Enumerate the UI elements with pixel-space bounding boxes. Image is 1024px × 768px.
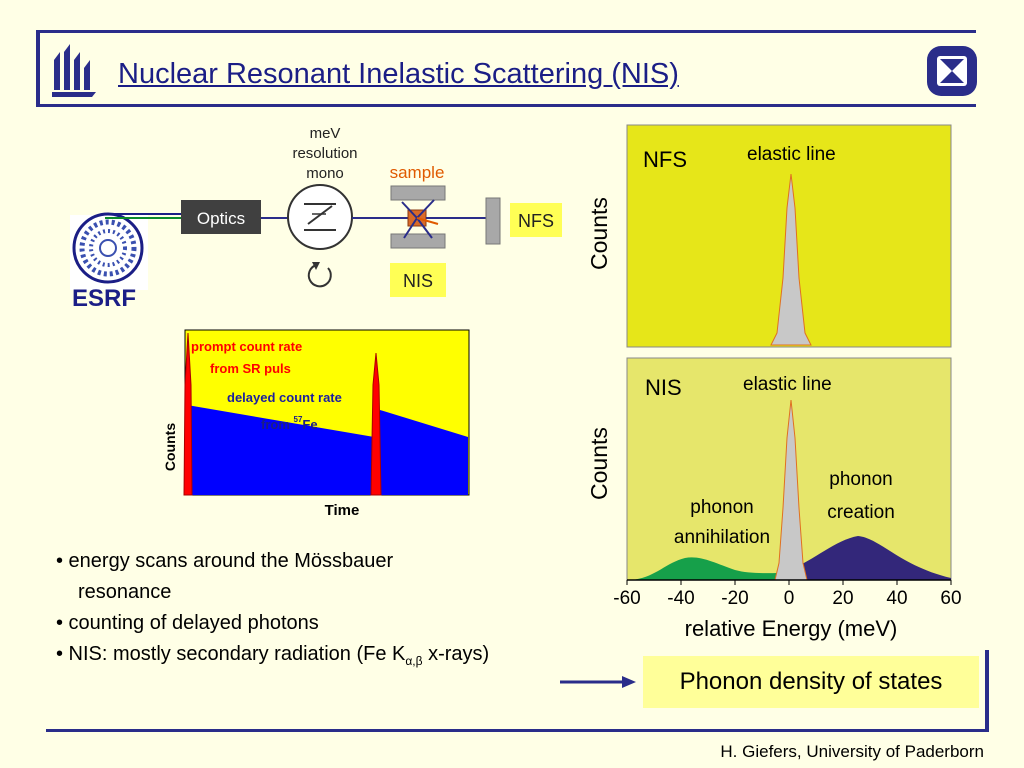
page-title: Nuclear Resonant Inelastic Scattering (N… — [118, 58, 679, 90]
delayed-text-2: from 57Fe — [261, 415, 318, 432]
institute-logo — [927, 46, 977, 96]
x-tick-label: -60 — [613, 588, 640, 609]
bullet-1: • energy scans around the Mössbauer — [56, 550, 394, 572]
time-plot: Counts prompt count rate from SR puls de… — [162, 329, 470, 519]
nis-detector-label: NIS — [403, 271, 433, 291]
arrow-icon — [560, 676, 636, 688]
frame-pdos-bar — [985, 650, 989, 732]
nis-elastic-label: elastic line — [743, 374, 832, 395]
frame-top-line — [36, 30, 976, 33]
phonon-dos-box: Phonon density of states — [643, 656, 979, 708]
mono-label-1: meV — [310, 125, 341, 142]
nfs-ylabel: Counts — [586, 197, 612, 270]
spectra-chart: NFS elastic line Counts NIS elastic line… — [586, 124, 962, 641]
prompt-text-2: from SR puls — [210, 361, 291, 376]
annihilation-label-2: annihilation — [674, 527, 770, 548]
frame-bottom-line — [46, 729, 986, 732]
bullet-3: • NIS: mostly secondary radiation (Fe Kα… — [56, 643, 490, 668]
monochromator-icon — [287, 184, 353, 250]
mono-label-2: resolution — [292, 145, 357, 162]
nis-ylabel: Counts — [586, 427, 612, 500]
phonon-annihilation-area — [631, 557, 789, 580]
storage-ring-icon — [70, 212, 148, 290]
nfs-detector-label: NFS — [518, 211, 554, 231]
nfs-detector-icon — [485, 197, 501, 245]
delayed-text-1: delayed count rate — [227, 390, 342, 405]
optics-box — [181, 200, 261, 234]
frame-left-bar — [36, 30, 40, 106]
time-plot-xlabel: Time — [325, 502, 360, 519]
prompt-text-1: prompt count rate — [191, 339, 302, 354]
spectra-xlabel: relative Energy (meV) — [685, 616, 898, 641]
creation-label-1: phonon — [829, 469, 892, 490]
bullet-2: • counting of delayed photons — [56, 612, 319, 634]
mono-label-3: mono — [306, 165, 344, 182]
optics-label: Optics — [197, 209, 245, 228]
esrf-logo-text: ESRF — [72, 285, 136, 312]
time-plot-ylabel: Counts — [162, 423, 178, 471]
prompt-peak-1 — [183, 332, 193, 496]
annihilation-label-1: phonon — [690, 497, 753, 518]
sample-label: sample — [390, 163, 445, 182]
creation-label-2: creation — [827, 502, 895, 523]
x-tick-label: 60 — [940, 588, 961, 609]
nfs-panel-label: NFS — [643, 147, 687, 172]
university-logo — [52, 44, 96, 97]
x-tick-label: -20 — [721, 588, 748, 609]
phonon-creation-area — [789, 536, 951, 580]
delayed-count-area — [187, 405, 380, 495]
rotation-arrow-icon — [307, 264, 332, 288]
bullet-list: • energy scans around the Mössbauer reso… — [56, 546, 489, 677]
x-tick-label: 0 — [784, 588, 795, 609]
x-tick-label: 20 — [832, 588, 853, 609]
bullet-1-continued: resonance — [78, 581, 172, 603]
nfs-elastic-peak — [770, 173, 812, 346]
x-tick-label: 40 — [886, 588, 907, 609]
footer-credit: H. Giefers, University of Paderborn — [720, 742, 984, 761]
setup-diagram: ESRF Optics meV resolution mono sample N… — [70, 125, 562, 312]
nis-elastic-peak — [774, 399, 808, 581]
frame-title-underline — [36, 104, 976, 107]
nfs-elastic-label: elastic line — [747, 144, 836, 165]
prompt-peak-2 — [370, 352, 382, 496]
x-tick-label: -40 — [667, 588, 694, 609]
nis-panel-label: NIS — [645, 375, 682, 400]
